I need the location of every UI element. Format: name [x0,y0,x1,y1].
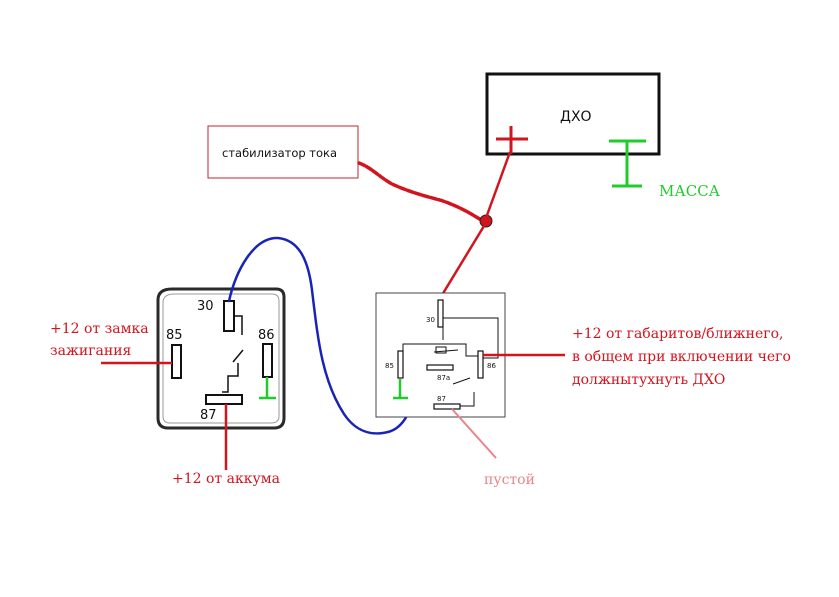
drl-to-junction-wire [484,151,512,219]
left-relay-label-87: 87 [200,408,217,423]
ground-label: МАССА [659,182,721,200]
ground-icon [609,139,646,188]
junction-to-relay-wire [437,225,486,301]
right-relay-pin-87a [426,364,454,371]
drl-label: ДХО [560,109,592,125]
left-relay-pin-86 [262,343,273,378]
right-relay-label-87a: 87а [437,374,450,382]
left-relay-ground-icon [259,377,276,400]
left-relay-label-30: 30 [197,299,214,314]
stabilizer-label: стабилизатор тока [222,146,337,160]
parking-label-line2: в общем при включении чего [572,349,791,365]
right-relay-label-86: 86 [487,362,496,370]
right-relay-label-87: 87 [437,395,446,403]
left-relay-pin-87 [205,394,243,405]
ignition-label-line2: зажигания [50,343,132,359]
right-relay-pin-86 [477,350,484,379]
left-relay: 30 85 86 87 [156,287,286,430]
right-relay-pin-85 [397,350,404,379]
drl-box [485,72,661,156]
parking-label-line3: должнытухнуть ДХО [572,372,725,388]
left-relay-pin-85 [171,344,182,379]
right-relay-label-30: 30 [426,316,435,324]
blue-wire [227,236,424,435]
drl-plus-icon [496,126,528,154]
right-relay-pin-30 [437,299,444,328]
empty-wire [451,408,497,459]
left-relay-label-85: 85 [166,328,183,343]
left-relay-label-86: 86 [258,328,275,343]
right-relay-label-85: 85 [385,362,394,370]
right-relay-pin-87 [433,403,461,410]
parking-label-line1: +12 от габаритов/ближнего, [572,326,784,342]
stabilizer-wire [357,161,486,224]
right-relay-ground-icon [393,379,408,400]
ignition-label-line1: +12 от замка [50,321,149,337]
battery-label: +12 от аккума [172,471,280,487]
empty-label: пустой [484,472,535,488]
stabilizer-box [207,125,359,179]
left-relay-pin-30 [223,300,235,332]
